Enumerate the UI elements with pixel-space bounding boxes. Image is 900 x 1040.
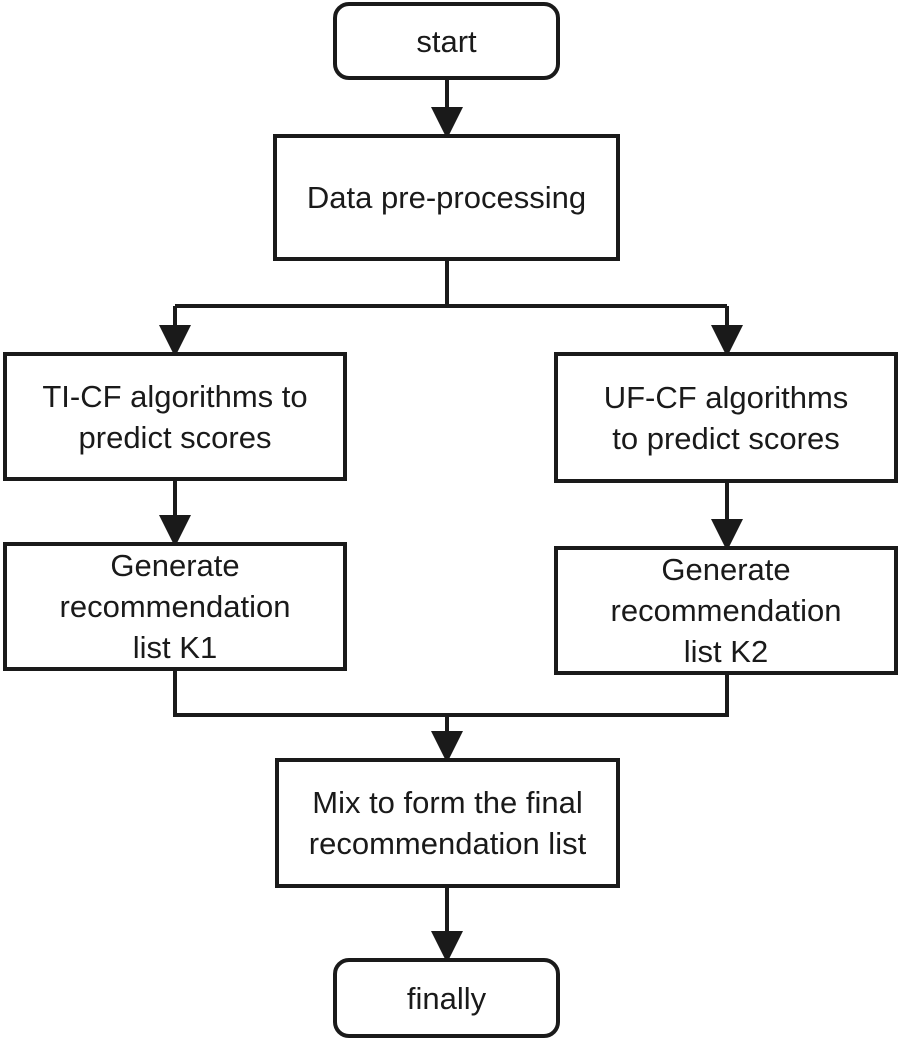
- end-label: finally: [406, 980, 487, 1016]
- ufcf-label-line-2: to predict scores: [612, 420, 840, 456]
- list-k1-label-line-2: recommendation: [59, 589, 291, 624]
- ufcf-box: UF-CF algorithms to predict scores: [554, 352, 898, 483]
- list-k2-box: Generate recommendation list K2: [554, 546, 898, 675]
- end-terminal: finally: [333, 958, 560, 1038]
- mix-label-line-2: recommendation list: [308, 826, 587, 861]
- list-k2-label-line-1: Generate: [661, 552, 791, 587]
- list-k2-label: Generate recommendation list K2: [611, 549, 842, 672]
- list-k1-label: Generate recommendation list K1: [60, 545, 291, 668]
- mix-label: Mix to form the final recommendation lis…: [309, 782, 586, 864]
- preprocess-label: Data pre-processing: [306, 180, 587, 215]
- ticf-label-line-2: predict scores: [78, 419, 272, 455]
- preprocess-box: Data pre-processing: [273, 134, 620, 261]
- ticf-label-line-1: TI-CF algorithms to: [42, 378, 308, 414]
- mix-box: Mix to form the final recommendation lis…: [275, 758, 620, 888]
- ufcf-label: UF-CF algorithms to predict scores: [604, 377, 849, 459]
- start-label: start: [416, 23, 477, 59]
- list-k1-label-line-3: list K1: [132, 630, 218, 665]
- list-k1-label-line-1: Generate: [110, 548, 240, 583]
- merge-lines: [173, 671, 729, 717]
- ticf-box: TI-CF algorithms to predict scores: [3, 352, 347, 481]
- list-k1-box: Generate recommendation list K1: [3, 542, 347, 671]
- list-k2-label-line-3: list K2: [683, 634, 769, 669]
- ticf-label: TI-CF algorithms to predict scores: [42, 376, 307, 458]
- split-to-branches: [175, 261, 449, 308]
- mix-label-line-1: Mix to form the final: [312, 785, 583, 820]
- ufcf-label-line-1: UF-CF algorithms: [603, 379, 849, 415]
- list-k2-label-line-2: recommendation: [610, 593, 842, 628]
- start-terminal: start: [333, 2, 560, 80]
